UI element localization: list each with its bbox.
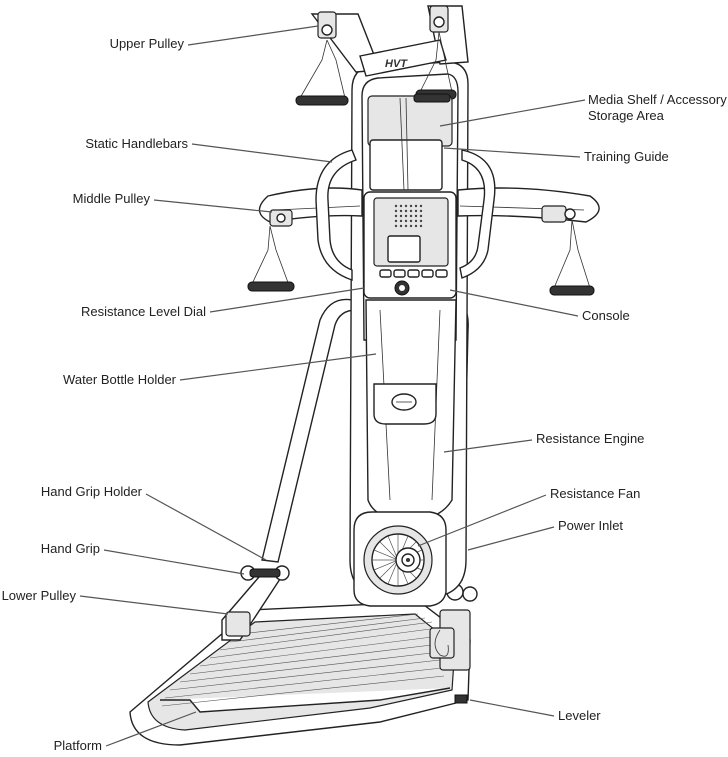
machine-illustration: HVT bbox=[129, 5, 600, 746]
label-resistance-fan: Resistance Fan bbox=[550, 486, 640, 501]
label-power-inlet: Power Inlet bbox=[558, 518, 623, 533]
callout-labels: Upper Pulley Static Handlebars Middle Pu… bbox=[2, 36, 728, 753]
label-lower-pulley: Lower Pulley bbox=[2, 588, 77, 603]
leader-platform bbox=[105, 711, 197, 747]
leader-static-handlebars bbox=[191, 143, 333, 163]
label-resistance-engine: Resistance Engine bbox=[536, 431, 644, 446]
label-middle-pulley: Middle Pulley bbox=[73, 191, 151, 206]
media-shelf bbox=[367, 93, 453, 191]
leader-resistance-engine bbox=[443, 439, 533, 453]
water-bottle-cavity bbox=[373, 383, 437, 425]
label-water-bottle-holder: Water Bottle Holder bbox=[63, 372, 177, 387]
brand-logo: HVT bbox=[385, 58, 408, 70]
leader-middle-pulley bbox=[153, 199, 273, 213]
leader-power-inlet bbox=[467, 526, 555, 551]
leader-lines bbox=[79, 25, 586, 747]
fan-housing bbox=[353, 511, 447, 607]
label-leveler: Leveler bbox=[558, 708, 601, 723]
leader-lower-pulley bbox=[79, 595, 229, 615]
platform-base bbox=[129, 601, 471, 746]
console-buttons bbox=[379, 269, 448, 278]
leader-hand-grip-holder bbox=[145, 493, 267, 561]
label-media-shelf-line1: Media Shelf / Accessory bbox=[588, 92, 727, 107]
leader-water-bottle-holder bbox=[179, 353, 377, 381]
label-training-guide: Training Guide bbox=[584, 149, 669, 164]
leader-leveler bbox=[469, 699, 555, 717]
label-resistance-level-dial: Resistance Level Dial bbox=[81, 304, 206, 319]
label-media-shelf-line2: Storage Area bbox=[588, 108, 665, 123]
label-hand-grip: Hand Grip bbox=[41, 541, 100, 556]
console-unit bbox=[363, 191, 457, 299]
right-lower-assembly bbox=[429, 583, 478, 659]
leader-training-guide bbox=[443, 147, 581, 158]
label-hand-grip-holder: Hand Grip Holder bbox=[41, 484, 143, 499]
label-upper-pulley: Upper Pulley bbox=[110, 36, 185, 51]
left-lower-assembly bbox=[221, 565, 290, 641]
leader-resistance-level-dial bbox=[209, 287, 365, 313]
label-platform: Platform bbox=[54, 738, 102, 753]
platform-deck-grooves bbox=[161, 613, 445, 707]
label-static-handlebars: Static Handlebars bbox=[85, 136, 188, 151]
leader-upper-pulley bbox=[187, 25, 319, 46]
speaker-grill bbox=[394, 204, 423, 228]
label-console: Console bbox=[582, 308, 630, 323]
leader-media-shelf bbox=[439, 99, 586, 127]
leader-console bbox=[449, 289, 579, 317]
middle-pulleys bbox=[247, 205, 595, 296]
leader-resistance-fan bbox=[417, 494, 547, 547]
leader-hand-grip bbox=[103, 549, 245, 575]
static-handlebars bbox=[315, 149, 496, 281]
